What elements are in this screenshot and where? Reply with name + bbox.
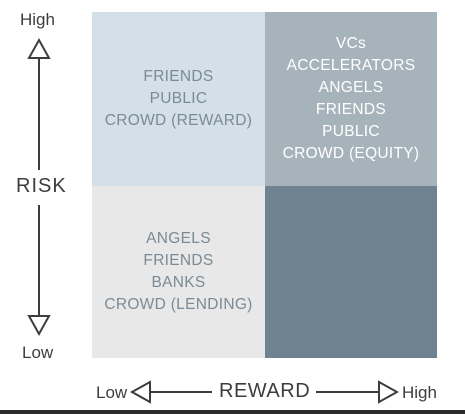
bottom-rule — [0, 410, 465, 414]
risk-high-label: High — [20, 10, 55, 29]
quadrant-high-risk-low-reward: FRIENDS PUBLIC CROWD (REWARD) — [92, 12, 265, 186]
quadrant-item: CROWD (LENDING) — [104, 296, 253, 313]
reward-left-arrow-icon — [129, 380, 151, 404]
risk-down-arrow-icon — [27, 315, 51, 337]
quadrant-item: ANGELS — [146, 230, 211, 247]
reward-right-arrow-icon — [378, 380, 400, 404]
quadrant-item: PUBLIC — [322, 123, 380, 140]
quadrant-low-risk-high-reward — [265, 186, 437, 358]
risk-low-label: Low — [22, 343, 54, 362]
quadrant-high-risk-high-reward: VCs ACCELERATORS ANGELS FRIENDS PUBLIC C… — [265, 12, 437, 186]
quadrant-item: FRIENDS — [143, 252, 214, 269]
risk-up-arrow-icon — [27, 37, 51, 59]
quadrant-item: ANGELS — [318, 79, 384, 96]
quadrant-item: FRIENDS — [143, 68, 214, 85]
risk-axis-title: RISK — [16, 175, 67, 197]
reward-low-label: Low — [96, 383, 128, 402]
quadrant-item: CROWD (EQUITY) — [282, 145, 420, 162]
quadrant-item: BANKS — [151, 274, 206, 291]
quadrant-low-risk-low-reward: ANGELS FRIENDS BANKS CROWD (LENDING) — [92, 186, 265, 358]
quadrant-item: PUBLIC — [149, 90, 208, 107]
quadrant-item: FRIENDS — [315, 101, 387, 118]
reward-high-label: High — [402, 383, 437, 402]
quadrant-item: CROWD (REWARD) — [104, 112, 253, 129]
reward-axis-title: REWARD — [219, 380, 311, 402]
quadrant-item: ACCELERATORS — [286, 57, 416, 74]
quadrant-item: VCs — [335, 35, 367, 52]
